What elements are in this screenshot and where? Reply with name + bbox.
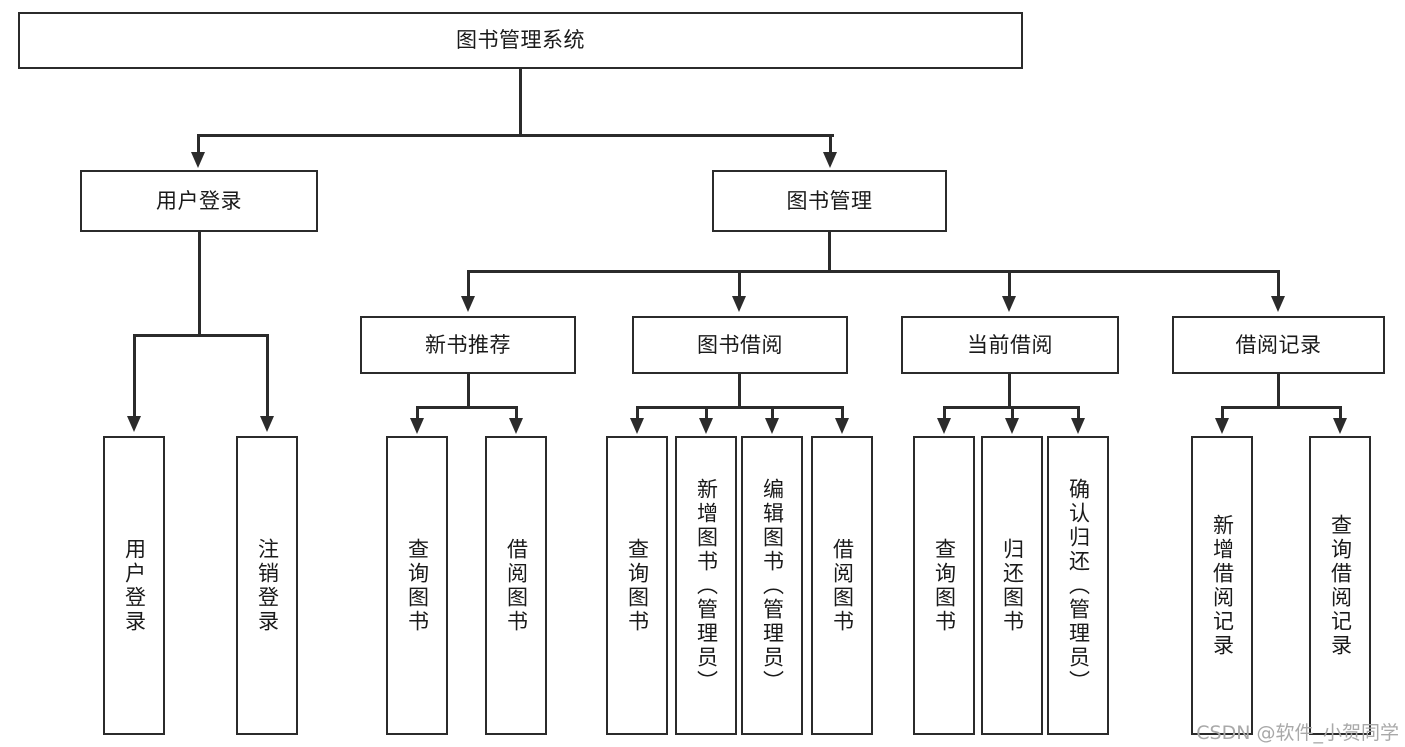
arrowhead-bb-leaf-2 — [765, 418, 779, 434]
connector-borrow-record-stem — [1277, 374, 1280, 408]
node-label: 新增借阅记录 — [1210, 513, 1235, 658]
node-label: 图书管理 — [786, 188, 873, 213]
csdn-watermark: CSDN @软件_小贺同学 — [1196, 722, 1399, 744]
connector-cb-leaf-0 — [943, 406, 946, 420]
arrowhead-new-book-recommend — [461, 296, 475, 312]
node-new-book-recommend[interactable]: 新书推荐 — [360, 316, 576, 374]
node-label: 借阅图书 — [504, 537, 529, 634]
arrowhead-cb-leaf-1 — [1005, 418, 1019, 434]
connector-cb-leaf-2 — [1077, 406, 1080, 420]
connector-to-new-book-recommend — [467, 270, 470, 298]
leaf-current-borrow-0[interactable]: 查询图书 — [913, 436, 975, 735]
arrowhead-user-login-leaf-0 — [127, 416, 141, 432]
node-label: 注销登录 — [255, 537, 280, 634]
connector-bb-leaf-3 — [841, 406, 844, 420]
connector-user-login-to-leaf-1 — [266, 334, 269, 418]
node-label: 新增图书（管理员） — [694, 477, 719, 694]
connector-user-login-bar — [133, 334, 266, 337]
leaf-current-borrow-2[interactable]: 确认归还（管理员） — [1047, 436, 1109, 735]
node-user-login[interactable]: 用户登录 — [80, 170, 318, 232]
node-label: 编辑图书（管理员） — [760, 477, 785, 694]
connector-nbr-leaf-0 — [416, 406, 419, 420]
node-label: 借阅记录 — [1235, 332, 1322, 357]
arrowhead-nbr-leaf-0 — [410, 418, 424, 434]
leaf-book-borrow-3[interactable]: 借阅图书 — [811, 436, 873, 735]
node-label: 用户登录 — [156, 188, 242, 213]
node-book-borrow[interactable]: 图书借阅 — [632, 316, 848, 374]
node-label: 查询图书 — [625, 537, 650, 634]
arrowhead-br-leaf-0 — [1215, 418, 1229, 434]
node-label: 归还图书 — [1000, 537, 1025, 634]
connector-book-borrow-bar — [636, 406, 843, 409]
leaf-book-borrow-2[interactable]: 编辑图书（管理员） — [741, 436, 803, 735]
node-label: 查询图书 — [405, 537, 430, 634]
arrowhead-current-borrow — [1002, 296, 1016, 312]
connector-borrow-record-bar — [1221, 406, 1341, 409]
node-borrow-record[interactable]: 借阅记录 — [1172, 316, 1385, 374]
arrowhead-user-login-leaf-1 — [260, 416, 274, 432]
node-label: 确认归还（管理员） — [1066, 477, 1091, 694]
connector-root-to-book-management — [829, 134, 832, 156]
leaf-new-book-recommend-1[interactable]: 借阅图书 — [485, 436, 547, 735]
connector-to-current-borrow — [1008, 270, 1011, 298]
arrowhead-root-to-book-management — [823, 152, 837, 168]
connector-to-book-borrow — [738, 270, 741, 298]
connector-root-to-user-login — [197, 134, 200, 156]
node-label: 用户登录 — [122, 537, 147, 634]
leaf-borrow-record-0[interactable]: 新增借阅记录 — [1191, 436, 1253, 735]
connector-user-login-to-leaf-0 — [133, 334, 136, 418]
leaf-user-login-0[interactable]: 用户登录 — [103, 436, 165, 735]
connector-new-book-recommend-bar — [416, 406, 518, 409]
connector-user-login-stem — [198, 232, 201, 336]
connector-root-bar — [197, 134, 834, 137]
leaf-user-login-1[interactable]: 注销登录 — [236, 436, 298, 735]
node-label: 查询借阅记录 — [1328, 513, 1353, 658]
arrowhead-bb-leaf-1 — [699, 418, 713, 434]
connector-book-management-stem — [828, 232, 831, 272]
connector-bb-leaf-0 — [636, 406, 639, 420]
connector-br-leaf-1 — [1339, 406, 1342, 420]
arrowhead-cb-leaf-0 — [937, 418, 951, 434]
connector-book-borrow-stem — [738, 374, 741, 408]
connector-nbr-leaf-1 — [515, 406, 518, 420]
arrowhead-cb-leaf-2 — [1071, 418, 1085, 434]
leaf-current-borrow-1[interactable]: 归还图书 — [981, 436, 1043, 735]
connector-bb-leaf-2 — [771, 406, 774, 420]
node-label: 借阅图书 — [830, 537, 855, 634]
node-current-borrow[interactable]: 当前借阅 — [901, 316, 1119, 374]
arrowhead-nbr-leaf-1 — [509, 418, 523, 434]
connector-br-leaf-0 — [1221, 406, 1224, 420]
leaf-book-borrow-0[interactable]: 查询图书 — [606, 436, 668, 735]
node-label: 图书借阅 — [697, 332, 783, 357]
connector-bb-leaf-1 — [705, 406, 708, 420]
connector-current-borrow-stem — [1008, 374, 1011, 408]
connector-to-borrow-record — [1277, 270, 1280, 298]
node-label: 当前借阅 — [967, 332, 1053, 357]
leaf-book-borrow-1[interactable]: 新增图书（管理员） — [675, 436, 737, 735]
leaf-borrow-record-1[interactable]: 查询借阅记录 — [1309, 436, 1371, 735]
arrowhead-book-borrow — [732, 296, 746, 312]
node-label: 查询图书 — [932, 537, 957, 634]
connector-root-stem — [519, 69, 522, 136]
connector-cb-leaf-1 — [1011, 406, 1014, 420]
arrowhead-br-leaf-1 — [1333, 418, 1347, 434]
node-root-book-management-system[interactable]: 图书管理系统 — [18, 12, 1023, 69]
leaf-new-book-recommend-0[interactable]: 查询图书 — [386, 436, 448, 735]
arrowhead-root-to-user-login — [191, 152, 205, 168]
connector-level3-bar — [467, 270, 1278, 273]
arrowhead-bb-leaf-3 — [835, 418, 849, 434]
node-book-management[interactable]: 图书管理 — [712, 170, 947, 232]
arrowhead-bb-leaf-0 — [630, 418, 644, 434]
connector-new-book-recommend-stem — [467, 374, 470, 408]
node-label: 图书管理系统 — [456, 28, 585, 53]
arrowhead-borrow-record — [1271, 296, 1285, 312]
node-label: 新书推荐 — [425, 332, 511, 357]
